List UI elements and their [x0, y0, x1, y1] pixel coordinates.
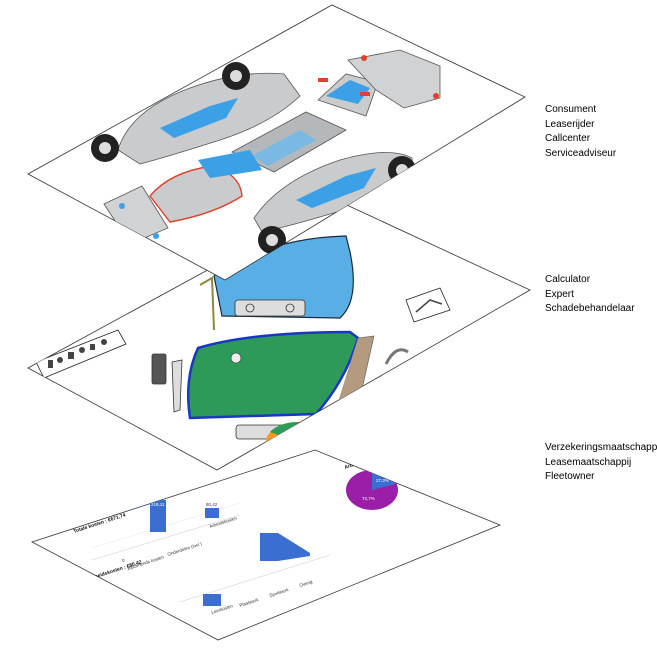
role-item: Expert [545, 288, 574, 300]
chart2-cat-1: Leerkosten [211, 603, 234, 615]
bar-arbeidskosten [205, 508, 219, 518]
chart2-cat-2: Plaatwerk [239, 597, 260, 608]
chart2-cat-3: Spuitwerk [269, 587, 290, 598]
pie-legend-1: Uitbesteed [408, 443, 430, 448]
bar-bijkomende-kosten [133, 474, 149, 510]
roles-middle-layer: Calculator Expert Schadebehandelaar [545, 273, 635, 317]
role-item: Calculator [545, 274, 591, 285]
bar-value-2: 219,11 [151, 502, 165, 507]
role-item: Callcenter [545, 133, 591, 144]
layer-bottom-dashboard: Totale kosten : €671,74 372,21 219,11 80… [30, 443, 502, 641]
role-item: Schadebehandelaar [545, 303, 635, 314]
bar-value-1: 372,21 [135, 523, 149, 528]
middle-pie-label-1: 39,1% [308, 430, 321, 435]
roles-bottom-layer: Verzekeringsmaatschappij Leasemaatschapp… [545, 441, 657, 485]
role-item: Verzekeringsmaatschappij [545, 442, 657, 453]
car-hood [149, 165, 243, 223]
role-item: Leasemaatschappij [545, 456, 632, 468]
role-item: Serviceadviseur [545, 147, 617, 159]
role-item: Consument [545, 104, 597, 115]
chart2-cat-4: Overig [299, 579, 314, 588]
role-item: Leaserijder [545, 118, 595, 130]
bar-spuitwerk [260, 533, 278, 561]
tool-panel-right [405, 287, 451, 323]
car-rear-bumper [347, 49, 441, 109]
layer-top-car [27, 4, 526, 281]
tool-panel-left [35, 329, 127, 379]
roles-top-layer: Consument Leaserijder Callcenter Service… [545, 103, 616, 161]
door-panel [186, 330, 360, 420]
bar-onderdelen [150, 500, 166, 532]
role-item: Fleetowner [545, 471, 595, 482]
pie-legend-2: Eigen werk [408, 450, 431, 455]
chart3-title: Arbeidsduur : 408,46 [344, 450, 393, 471]
pie-label-2: 72,7% [362, 496, 375, 501]
bar-value-4: 0 [122, 558, 125, 563]
bar-leerkosten [203, 594, 221, 606]
pie-label-1: 27,3% [376, 478, 389, 483]
bar-value-3: 80,42 [206, 502, 218, 507]
